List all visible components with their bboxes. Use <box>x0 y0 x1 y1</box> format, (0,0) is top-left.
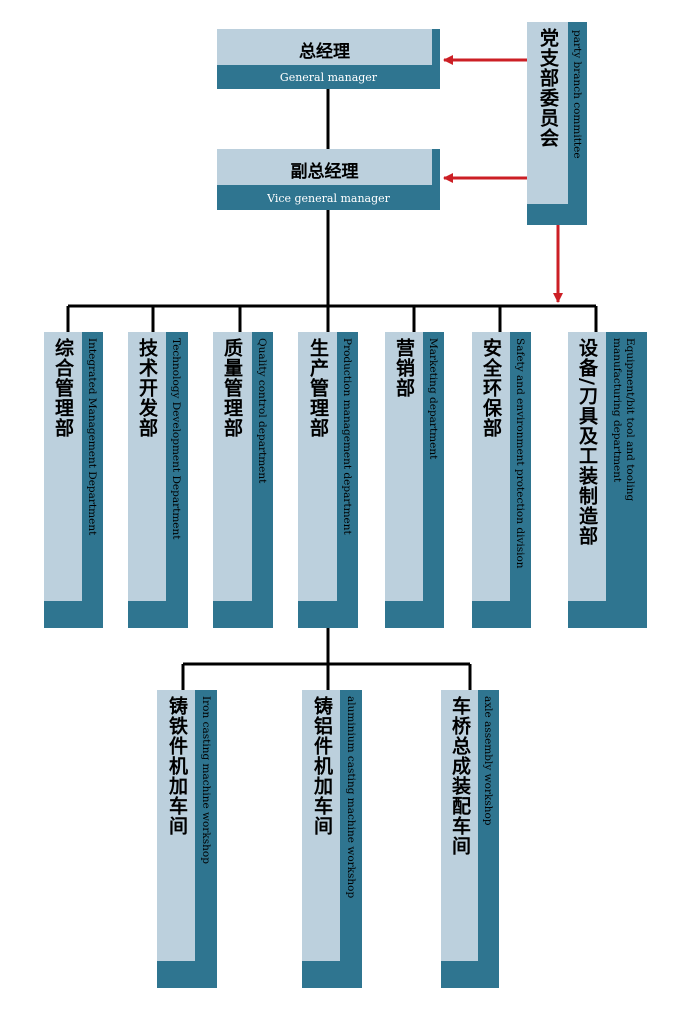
department-label-en: Safety and environment protection divisi… <box>514 338 526 569</box>
workshop-label-en: aluminium casting machine workshop <box>345 696 357 899</box>
department-marketing: 营销部 Marketing department <box>385 332 444 628</box>
general-manager-label-zh: 总经理 <box>299 42 350 62</box>
department-label-en: Marketing department <box>427 338 439 460</box>
department-label-en: Equipment/bit tool and tooling manufactu… <box>611 338 636 502</box>
workshop-axle-assembly: 车桥总成装配车间 axle assembly workshop <box>441 690 499 988</box>
department-label-en: Quality control department <box>256 338 268 484</box>
workshop-label-en: Iron casting machine workshop <box>200 696 212 864</box>
workshop-aluminium-casting: 铸铝件机加车间 aluminium casting machine worksh… <box>302 690 362 988</box>
department-safety-environment: 安全环保部 Safety and environment protection … <box>472 332 531 628</box>
department-label-zh: 综合管理部 <box>52 338 74 438</box>
vice-general-manager-label-zh: 副总经理 <box>290 162 359 182</box>
party-committee-label-en: party branch committee <box>571 30 583 159</box>
department-label-zh: 营销部 <box>393 338 415 398</box>
party-committee-box: 党支部委员会 party branch committee <box>527 22 587 225</box>
department-label-en: Production management department <box>341 338 353 535</box>
department-label-zh: 质量管理部 <box>221 338 243 438</box>
general-manager-box: 总经理 General manager <box>217 29 440 89</box>
department-production-management: 生产管理部 Production management department <box>298 332 358 628</box>
workshop-label-zh: 铸铝件机加车间 <box>311 696 333 836</box>
department-label-en: Integrated Management Department <box>86 338 98 536</box>
department-technology-development: 技术开发部 Technology Development Department <box>128 332 188 628</box>
general-manager-label-en: General manager <box>279 71 378 84</box>
department-label-en: Technology Development Department <box>170 338 182 540</box>
workshop-label-en: axle assembly workshop <box>482 696 494 826</box>
department-equipment-tooling: 设备/刀具及工装制造部 Equipment/bit tool and tooli… <box>568 332 647 628</box>
vice-general-manager-label-en: Vice general manager <box>267 192 390 205</box>
party-committee-label-zh: 党支部委员会 <box>537 28 559 148</box>
workshop-iron-casting: 铸铁件机加车间 Iron casting machine workshop <box>157 690 217 988</box>
department-label-zh: 安全环保部 <box>480 338 502 438</box>
workshop-label-zh: 铸铁件机加车间 <box>166 696 188 836</box>
vice-general-manager-box: 副总经理 Vice general manager <box>217 149 440 210</box>
department-integrated-management: 综合管理部 Integrated Management Department <box>44 332 103 628</box>
department-label-zh: 生产管理部 <box>307 338 329 438</box>
department-label-zh: 设备/刀具及工装制造部 <box>576 338 598 546</box>
department-quality-control: 质量管理部 Quality control department <box>213 332 273 628</box>
department-label-zh: 技术开发部 <box>136 338 158 438</box>
workshop-label-zh: 车桥总成装配车间 <box>449 696 471 856</box>
